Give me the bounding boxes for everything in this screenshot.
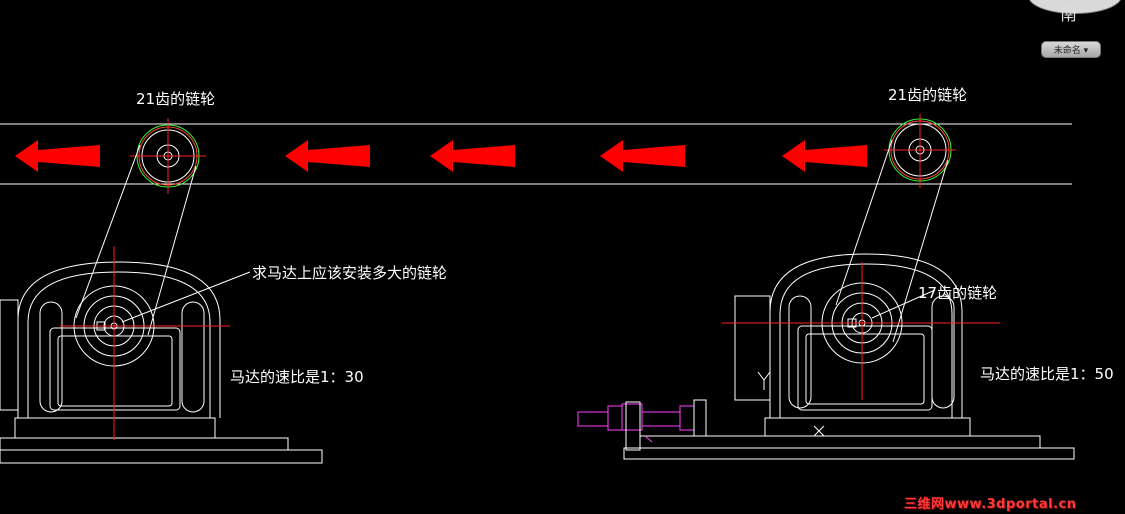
- right-sprocket-label: 21齿的链轮: [888, 86, 967, 104]
- arrow-4: [600, 140, 685, 172]
- right-tensioner-frame: [625, 399, 707, 451]
- question-label: 求马达上应该安装多大的链轮: [252, 264, 447, 282]
- conveyor-rails: [0, 123, 1072, 185]
- right-tensioner-bolt: [577, 403, 695, 443]
- viewcube-direction-label: 南: [1060, 5, 1077, 25]
- arrow-2: [285, 140, 370, 172]
- named-view-dropdown[interactable]: 未命名 ▾: [1041, 41, 1101, 58]
- motor-sprocket-label: 17齿的链轮: [918, 284, 997, 302]
- left-conveyor-sprocket: [130, 118, 206, 194]
- right-chain: [835, 139, 949, 343]
- left-chain: [75, 144, 197, 336]
- right-motor-housing: [623, 253, 1075, 460]
- arrow-1: [15, 140, 100, 172]
- direction-arrows: [15, 140, 867, 172]
- left-ratio-label: 马达的速比是1：30: [230, 368, 364, 386]
- left-motor-housing: [0, 246, 323, 464]
- right-ratio-label: 马达的速比是1：50: [980, 365, 1114, 383]
- right-conveyor-sprocket: [884, 114, 956, 188]
- arrow-3: [430, 140, 515, 172]
- site-watermark: 三维网www.3dportal.cn: [904, 497, 1077, 512]
- left-sprocket-label: 21齿的链轮: [136, 90, 215, 108]
- arrow-5: [782, 140, 867, 172]
